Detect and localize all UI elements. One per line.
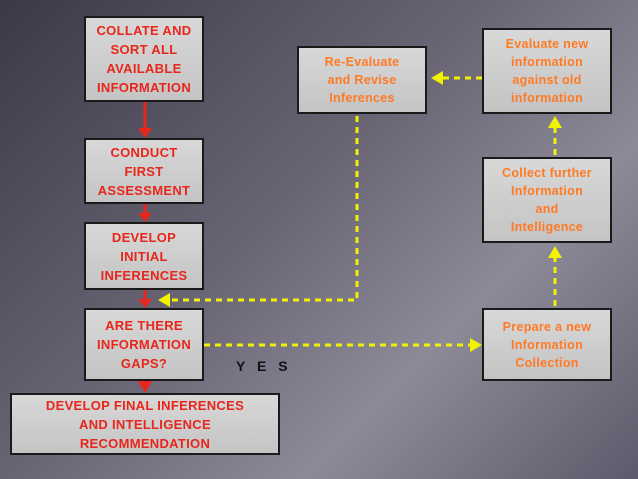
dotted-arrow-gaps-to-prepare	[204, 338, 482, 352]
yes-label: Y E S	[236, 358, 292, 374]
information-gaps-box: ARE THERE INFORMATION GAPS?	[84, 308, 204, 381]
solid-arrow-initial-to-gaps	[138, 290, 152, 308]
final-inferences-box: DEVELOP FINAL INFERENCES AND INTELLIGENC…	[10, 393, 280, 455]
dotted-arrow-reevaluate-to-initial	[158, 116, 359, 307]
solid-arrow-assessment-to-initial	[138, 204, 152, 222]
initial-inferences-box: DEVELOP INITIAL INFERENCES	[84, 222, 204, 290]
reevaluate-box: Re-Evaluate and Revise Inferences	[297, 46, 427, 114]
prepare-collection-box: Prepare a new Information Collection	[482, 308, 612, 381]
evaluate-new-box: Evaluate new information against old inf…	[482, 28, 612, 114]
collate-box: COLLATE AND SORT ALL AVAILABLE INFORMATI…	[84, 16, 204, 102]
dotted-arrow-evaluate-to-reevaluate	[431, 71, 482, 85]
dotted-arrow-collect-to-evaluate	[548, 116, 562, 155]
assessment-box: CONDUCT FIRST ASSESSMENT	[84, 138, 204, 204]
collect-further-box: Collect further Information and Intellig…	[482, 157, 612, 243]
solid-arrow-collate-to-assessment	[138, 102, 152, 138]
solid-arrow-gaps-to-final	[138, 381, 152, 393]
dotted-arrow-prepare-to-collect	[548, 246, 562, 306]
